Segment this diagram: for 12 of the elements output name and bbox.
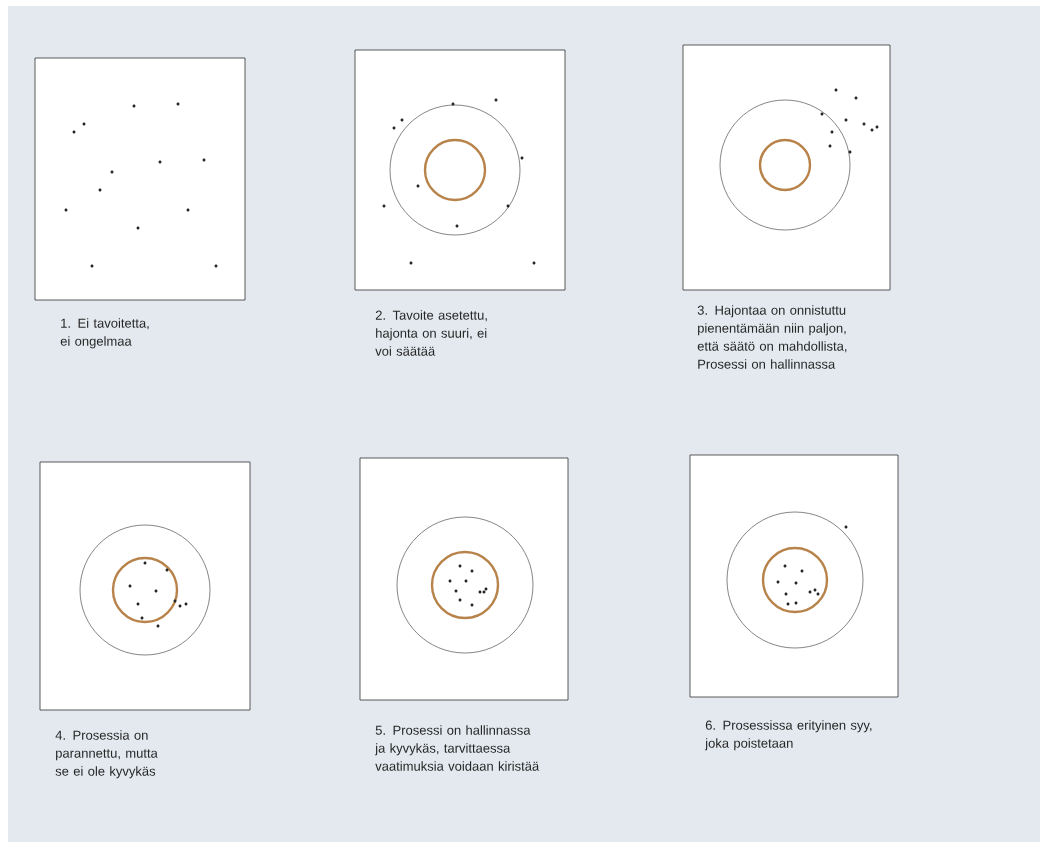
node-label: 1. Ei tavoitetta, ei ongelmaa — [60, 318, 149, 349]
panel-box — [354, 49, 566, 291]
panel-box — [689, 454, 899, 698]
panel-box — [682, 44, 891, 291]
node-label: 2. Tavoite asetettu, hajonta on suuri, ei voi säätää — [375, 310, 487, 356]
panel-box — [34, 57, 246, 301]
panel-box — [39, 461, 251, 711]
node-label: 4. Prosessia on parannettu, mutta se ei ole kyvykäs — [55, 730, 158, 779]
panel-box — [359, 457, 569, 701]
node-label: 3. Hajontaa on onnistuttu pienentämään niin paljon, että säätö on mahdollista, Prosessi on hallinnassa — [697, 305, 847, 369]
node-label: 6. Prosessissa erityinen syy, joka poistetaan — [704, 720, 872, 751]
node-label: 5. Prosessi on hallinnassa ja kyvykäs, tarvittaessa vaatimuksia voidaan kiristää — [374, 725, 540, 771]
